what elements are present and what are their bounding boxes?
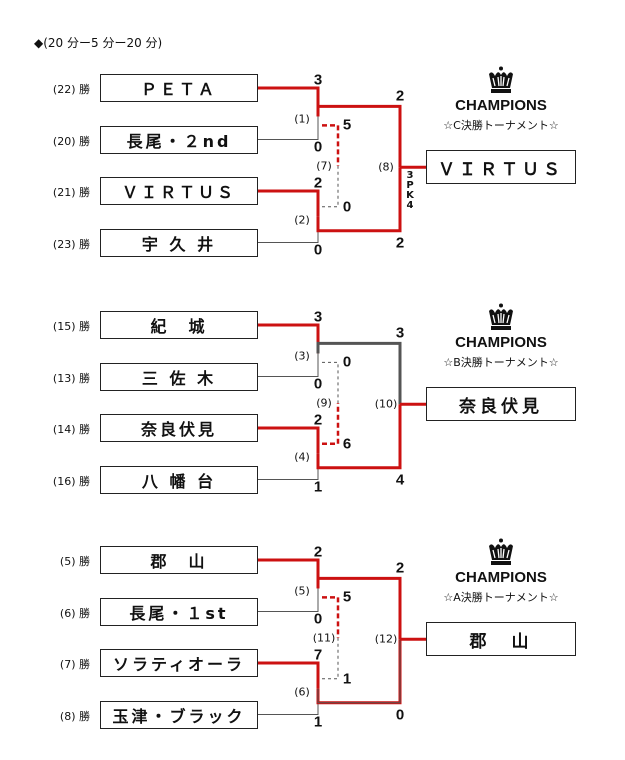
final-line: [316, 404, 402, 470]
team-box: 八 幡 台: [100, 465, 258, 494]
champion-box: 郡 山: [426, 622, 576, 657]
score-label: 0: [313, 138, 323, 155]
team-box: 長尾・１st: [100, 597, 258, 626]
bracket-line: [258, 353, 319, 377]
match-number: (8): [378, 160, 394, 174]
seed-label: (6) 勝: [59, 606, 90, 620]
seed-label: (16) 勝: [52, 474, 90, 488]
match-number: (12): [374, 632, 398, 646]
tournament-subtitle: ☆B決勝トーナメント☆: [443, 356, 559, 369]
pk-note: K: [406, 190, 414, 202]
crown-icon: [489, 538, 513, 565]
match-number: (5): [294, 584, 310, 598]
score-label: 3: [395, 324, 405, 342]
seed-label: (7) 勝: [59, 658, 90, 671]
bracket-line: [258, 426, 320, 454]
third-place-line: [322, 361, 339, 404]
bracket-line: [258, 588, 319, 612]
champions-title: CHAMPIONS: [455, 97, 547, 114]
match-number: (10): [374, 397, 398, 411]
pk-note: P: [406, 180, 414, 192]
match-number: (9): [316, 396, 332, 410]
pk-note: 4: [406, 200, 414, 212]
score-label: 2: [395, 559, 405, 577]
third-place-line: [322, 166, 339, 208]
seed-label: (15) 勝: [52, 320, 90, 333]
score-label: 3: [313, 71, 323, 89]
score-label: 5: [342, 116, 352, 134]
score-label: 5: [342, 588, 352, 606]
bracket-line: [258, 189, 320, 217]
seed-label: (23) 勝: [52, 237, 90, 251]
champion-box: 奈良伏見: [426, 387, 576, 422]
score-label: 1: [342, 670, 352, 688]
score-label: 1: [313, 713, 323, 730]
score-label: 2: [313, 411, 323, 429]
seed-label: (22) 勝: [52, 83, 90, 96]
team-box: 三 佐 木: [100, 362, 258, 391]
seed-label: (14) 勝: [52, 423, 90, 436]
team-box: 紀 城: [100, 311, 258, 339]
champion-box: ＶＩＲＴＵＳ: [426, 150, 576, 185]
score-label: 7: [313, 646, 323, 664]
final-line: [317, 342, 401, 405]
crown-icon: [489, 303, 513, 330]
third-place-line: [322, 403, 340, 445]
final-line: [316, 167, 402, 233]
score-label: 0: [313, 375, 323, 392]
tournament-subtitle: ☆A決勝トーナメント☆: [443, 591, 559, 604]
seed-label: (20) 勝: [52, 134, 90, 148]
final-line: [317, 639, 401, 704]
team-box: 宇 久 井: [100, 228, 258, 257]
score-label: 0: [342, 198, 352, 216]
score-label: 0: [313, 241, 323, 258]
match-number: (6): [294, 685, 310, 699]
champions-title: CHAMPIONS: [455, 334, 547, 351]
seed-label: (21) 勝: [52, 186, 90, 199]
match-number: (7): [316, 159, 332, 173]
match-number: (11): [312, 631, 336, 645]
pk-note: 3: [406, 170, 414, 182]
final-line: [316, 341, 402, 405]
final-line: [316, 639, 402, 705]
score-label: 6: [342, 435, 352, 453]
team-box: ＰＥＴＡ: [100, 74, 258, 102]
match-number: (2): [294, 213, 310, 227]
champions-title: CHAMPIONS: [455, 569, 547, 586]
seed-label: (8) 勝: [59, 709, 90, 723]
team-box: 長尾・２nd: [100, 125, 258, 154]
team-box: 郡 山: [100, 546, 258, 574]
score-label: 0: [342, 353, 352, 371]
score-label: 2: [313, 543, 323, 561]
bracket-line: [258, 116, 319, 140]
bracket-line: [258, 661, 320, 689]
seed-label: (5) 勝: [59, 555, 90, 568]
team-box: 奈良伏見: [100, 414, 258, 442]
crown-icon: [489, 66, 513, 93]
score-label: 2: [313, 174, 323, 192]
score-label: 0: [313, 610, 323, 627]
seed-label: (13) 勝: [52, 371, 90, 385]
time-format-note: ◆(20 分ー5 分ー20 分): [34, 36, 163, 50]
score-label: 2: [395, 87, 405, 105]
score-label: 1: [313, 478, 323, 495]
third-place-line: [322, 596, 340, 639]
final-line: [316, 104, 402, 168]
team-box: 玉津・ブラック: [100, 700, 258, 729]
match-number: (4): [294, 450, 310, 464]
tournament-subtitle: ☆C決勝トーナメント☆: [443, 119, 559, 132]
third-place-line: [322, 638, 339, 680]
score-label: 3: [313, 308, 323, 326]
match-number: (3): [294, 349, 310, 363]
final-line: [316, 576, 402, 640]
third-place-line: [322, 124, 340, 167]
score-label: 0: [395, 706, 405, 724]
score-label: 4: [395, 471, 405, 489]
team-box: ＶＩＲＴＵＳ: [100, 177, 258, 205]
match-number: (1): [294, 112, 310, 126]
team-box: ソラティオーラ: [100, 649, 258, 677]
score-label: 2: [395, 234, 405, 252]
